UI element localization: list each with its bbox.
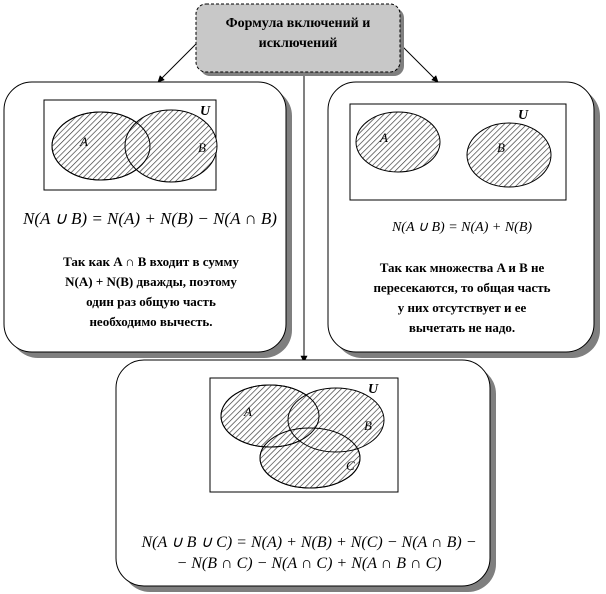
left-note-line-2: N(A) + N(B) дважды, поэтому [65,274,237,289]
left-note-line-3: один раз общую часть [86,294,216,309]
right-universe-label: U [518,108,529,123]
left-set-b [124,109,218,183]
left-set-a-outline [51,111,151,181]
bottom-set-a-label: A [244,404,252,419]
bottom-set-b [287,387,385,453]
left-set-b-label: B [198,140,206,155]
left-note-line-1: Так как A ∩ B входит в сумму [63,254,239,269]
left-note: Так как A ∩ B входит в сумму N(A) + N(B)… [26,252,276,332]
right-note-line-3: у них отсутствует и ее [397,300,527,315]
left-universe-label: U [200,104,211,119]
right-set-b-label: B [497,140,505,155]
arrow-to-left-panel [157,43,197,83]
bottom-set-c-outline [259,427,361,489]
bottom-universe-label: U [368,382,379,397]
arrow-to-right-panel [399,43,439,83]
left-formula: N(A ∪ B) = N(A) + N(B) − N(A ∩ B) [23,209,277,228]
left-note-line-4: необходимо вычесть. [89,314,213,329]
title-box [195,3,401,73]
right-note-line-1: Так как множества A и B не [379,260,545,275]
left-set-a-label: A [80,134,88,149]
bottom-formula-line-2: − N(B ∩ C) − N(A ∩ C) + N(A ∩ B ∩ C) [176,555,442,572]
bottom-set-b-label: B [364,418,372,433]
bottom-formula: N(A ∪ B ∪ C) = N(A) + N(B) + N(C) − N(A … [135,532,483,574]
right-note: Так как множества A и B не пересекаются,… [348,258,576,338]
right-note-line-4: вычетать не надо. [408,320,516,335]
right-note-line-2: пересекаются, то общая часть [373,280,551,295]
bottom-formula-line-1: N(A ∪ B ∪ C) = N(A) + N(B) + N(C) − N(A … [141,534,477,551]
bottom-set-a-outline [220,384,320,448]
bottom-set-c-label: C [346,458,355,473]
right-formula: N(A ∪ B) = N(A) + N(B) [391,220,533,235]
right-set-b [466,122,552,188]
right-set-a [355,111,441,173]
right-set-a-label: A [380,130,388,145]
diagram-title: Формула включений и исключений [225,16,371,51]
